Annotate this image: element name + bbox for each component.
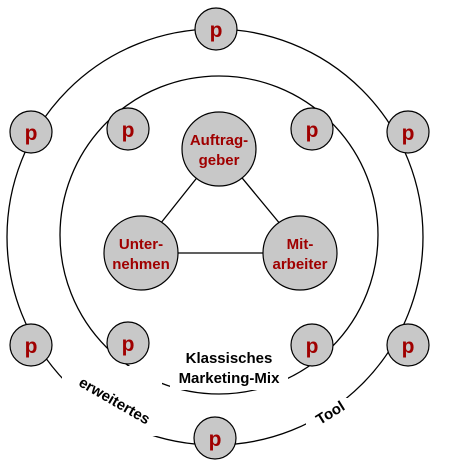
p-node-outer-bottom-left: p xyxy=(9,323,53,367)
svg-text:p: p xyxy=(402,122,415,145)
p-node-middle-bottom-left: p xyxy=(106,321,150,365)
svg-text:p: p xyxy=(306,335,319,358)
p-node-outer-right: p xyxy=(386,110,430,154)
p-node-outer-left: p xyxy=(9,110,53,154)
middle-ring xyxy=(59,75,379,395)
node-auftraggeber: Auftrag- geber xyxy=(181,111,257,187)
p-node-middle-bottom-right: p xyxy=(290,323,334,367)
node-unternehmen: Unter- nehmen xyxy=(103,215,179,291)
caption-marketing-mix: Marketing-Mix xyxy=(179,370,281,387)
mitarbeiter-line2: arbeiter xyxy=(272,256,327,273)
caption-klassisches: Klassisches xyxy=(186,350,273,367)
svg-text:p: p xyxy=(402,335,415,358)
svg-text:p: p xyxy=(209,428,222,451)
node-mitarbeiter: Mit- arbeiter xyxy=(262,215,338,291)
p-node-outer-top: p xyxy=(194,7,238,51)
p-node-outer-bottom-right: p xyxy=(386,323,430,367)
mitarbeiter-line1: Mit- xyxy=(287,236,314,253)
p-node-middle-top-right: p xyxy=(290,107,334,151)
svg-text:p: p xyxy=(25,122,38,145)
svg-text:p: p xyxy=(210,19,223,42)
auftraggeber-line1: Auftrag- xyxy=(190,132,248,149)
auftraggeber-line2: geber xyxy=(199,152,240,169)
svg-text:p: p xyxy=(25,335,38,358)
svg-text:p: p xyxy=(122,333,135,356)
svg-text:p: p xyxy=(306,119,319,142)
unternehmen-line1: Unter- xyxy=(119,236,163,253)
unternehmen-line2: nehmen xyxy=(112,256,170,273)
p-node-middle-top-left: p xyxy=(106,107,150,151)
svg-text:p: p xyxy=(122,119,135,142)
p-node-outer-bottom: p xyxy=(193,416,237,460)
